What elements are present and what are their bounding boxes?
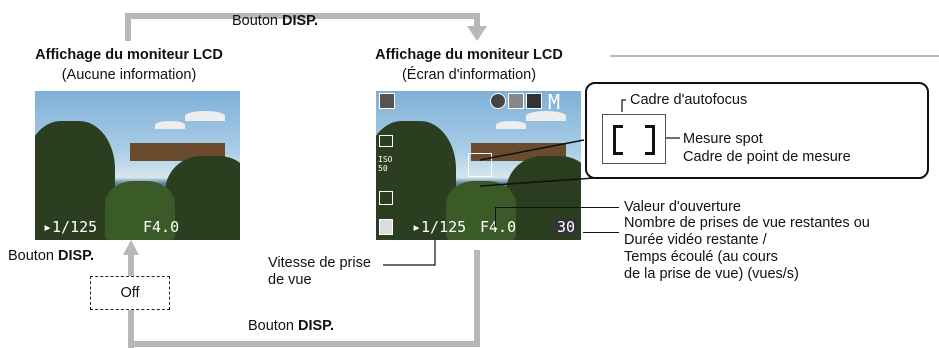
mode-indicator: M [548,91,561,114]
shutter-leader [383,240,436,266]
aperture-leader [495,207,619,208]
left-disp-label: Bouton DISP. [8,248,95,264]
af-frame-illustration [602,114,666,164]
shots-remaining-readout: 30 [554,219,579,235]
af-frame-label: Cadre d'autofocus [630,92,748,108]
shutter-label-1: Vitesse de prise [268,255,371,271]
aperture-label: Valeur d'ouverture [624,199,741,215]
spot-metering-icon [379,191,393,205]
right-aperture-readout: F4.0 [480,218,517,236]
battery-icon [379,219,393,235]
top-arrow-right-segment [474,13,480,27]
shots-label-1: Nombre de prises de vue restantes ou [624,215,870,231]
shots-leader [583,232,619,233]
af-callout-leaders [621,99,680,139]
spot-metering-label: Mesure spot [683,131,763,147]
left-lcd-screen: ▸1/125 F4.0 [35,91,240,240]
bottom-arrow-horizontal [128,341,480,347]
shots-label-2: Durée vidéo restante / [624,232,767,248]
left-shutter-readout: ▸1/125 [43,218,98,236]
right-shutter-readout: ▸1/125 [412,218,467,236]
top-arrow-head [467,26,487,41]
right-title-rule [610,55,939,57]
shots-label-4: de la prise de vue) (vues/s) [624,266,799,282]
left-screen-title: Affichage du moniteur LCD [35,47,223,63]
off-box: Off [90,276,170,310]
left-up-arrow-lower [128,310,134,348]
left-up-arrow-shaft [128,254,134,276]
spot-point-label: Cadre de point de mesure [683,149,851,165]
shutter-label-2: de vue [268,272,312,288]
bottom-disp-label: Bouton DISP. [248,318,335,334]
callout-zoom-lines [479,139,595,187]
left-screen-subtitle: (Aucune information) [61,67,197,83]
portrait-icon [526,93,542,109]
continuous-icon [379,135,393,147]
bottom-arrow-right-segment [474,250,480,347]
shots-label-3: Temps écoulé (au cours [624,249,778,265]
aperture-leader-vert [495,207,496,227]
metering-icon [508,93,524,109]
af-frame [468,153,492,177]
top-arrow-horizontal [125,13,480,19]
off-label: Off [120,285,140,301]
right-lcd-screen: M ISO 50 ▸1/125 F4.0 30 [376,91,581,240]
flash-off-icon [379,93,395,109]
left-aperture-readout: F4.0 [143,218,180,236]
top-arrow-left-segment [125,13,131,41]
self-timer-icon [490,93,506,109]
right-screen-subtitle: (Écran d'information) [401,67,537,83]
iso-indicator: ISO 50 [378,155,393,173]
left-up-arrow-head [123,240,139,255]
af-callout-box [585,82,929,179]
top-disp-label: Bouton DISP. [232,13,319,29]
right-screen-title: Affichage du moniteur LCD [375,47,563,63]
